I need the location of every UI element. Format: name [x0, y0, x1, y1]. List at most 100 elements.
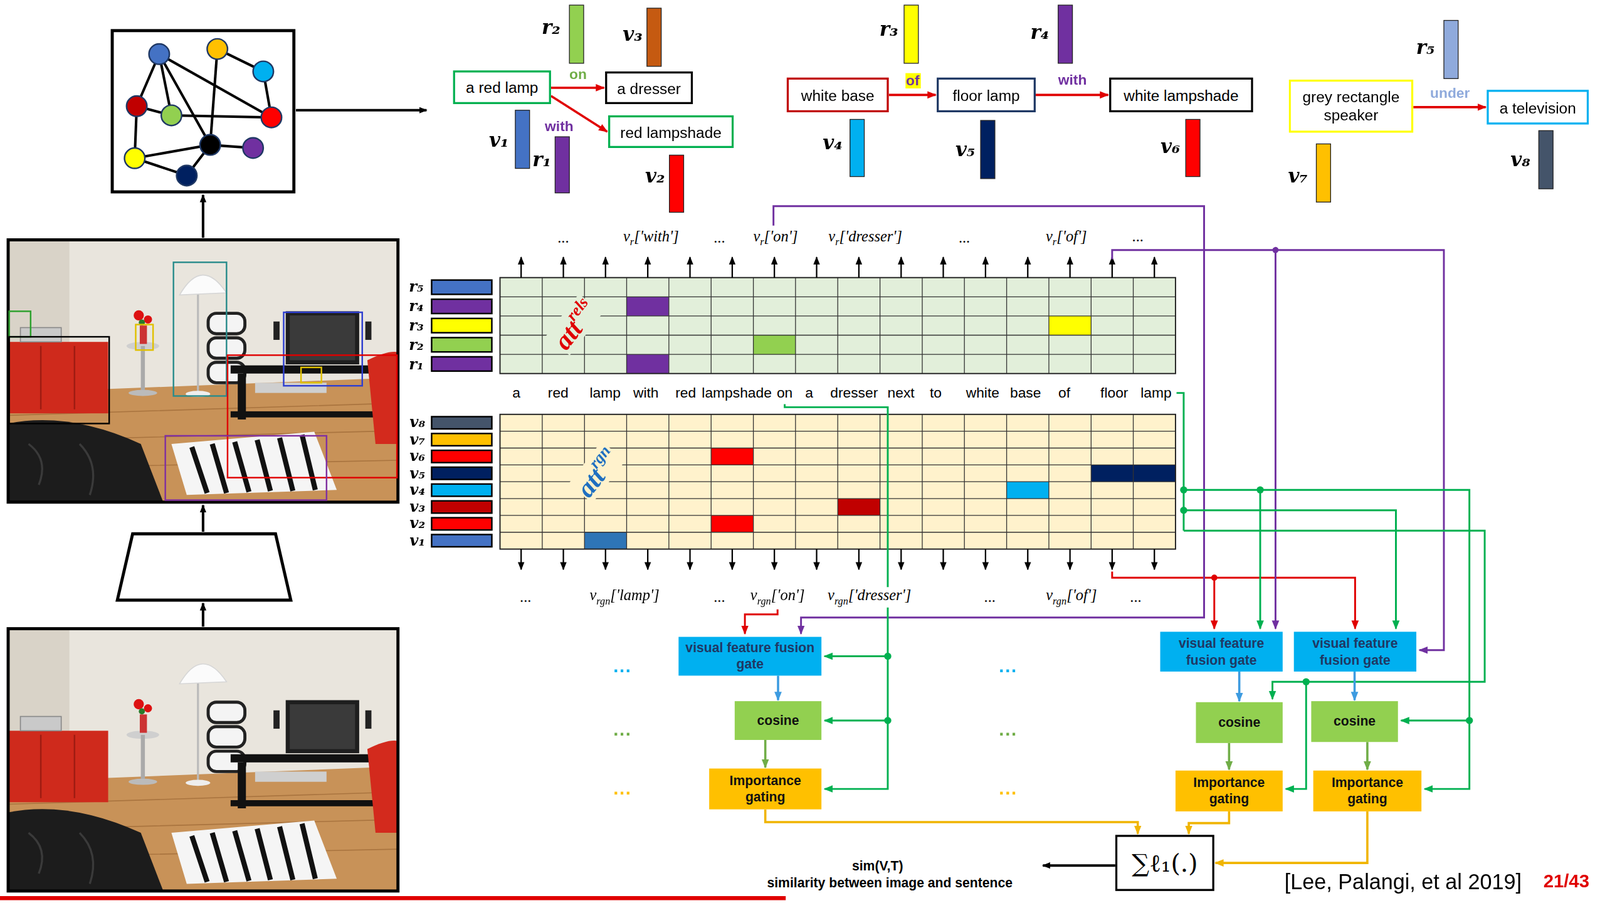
token-index: ['with']: [633, 227, 679, 244]
word-token: to: [929, 384, 942, 401]
node-text: Importance gating: [714, 773, 817, 806]
row-label: v₅: [409, 463, 426, 482]
vector-symbol: v: [623, 227, 631, 244]
phrase-box: floor lamp: [936, 77, 1036, 113]
ellipsis: ...: [998, 719, 1017, 740]
node-text: white lampshade: [1123, 86, 1239, 105]
word-token: base: [1008, 384, 1043, 402]
word-token: red: [547, 384, 569, 401]
word-token: on: [775, 384, 794, 402]
word-token: next: [887, 384, 915, 401]
page-number: 21/43: [1543, 870, 1590, 892]
ellipsis: ...: [613, 719, 632, 740]
importance-gate: Importance gating: [1175, 770, 1283, 812]
node-text: grey rectangle speaker: [1297, 87, 1406, 125]
vector-label: r₃: [879, 17, 899, 41]
vector-label: v₅: [955, 137, 976, 161]
importance-gate: Importance gating: [1313, 770, 1422, 812]
node-text: visual feature fusion gate: [1165, 635, 1278, 668]
subscript: rgn: [596, 594, 611, 607]
vector-label: r₂: [541, 15, 561, 38]
vector-label: v₇: [1287, 166, 1310, 187]
vector-symbol: v: [589, 586, 597, 604]
vector-symbol: v: [1045, 227, 1053, 244]
node-text: cosine: [1218, 714, 1261, 731]
vector-symbol: v: [752, 227, 760, 244]
row-label: v₁: [409, 531, 426, 550]
token-index: ['of']: [1066, 586, 1097, 604]
citation: [Lee, Palangi, et al 2019]: [1283, 870, 1523, 893]
connector: [1238, 671, 1241, 701]
token-index: ['of']: [1056, 227, 1087, 244]
connector: [1413, 105, 1486, 109]
citation: [Lee, Palangi, et al 2019]: [1284, 869, 1522, 893]
word-token: dresser: [830, 384, 878, 401]
math-label: vr['dresser']: [827, 227, 904, 248]
vector-symbol: v: [828, 227, 836, 244]
ellipsis: ...: [612, 779, 634, 799]
ellipsis: ...: [998, 778, 1017, 799]
word-token: a: [805, 384, 814, 401]
connector: [764, 739, 767, 768]
word-token: floor: [1100, 384, 1128, 401]
vector-label: r₄: [1030, 20, 1050, 44]
row-label: v₃: [409, 497, 426, 516]
importance-gate: Importance gating: [709, 768, 822, 810]
phrase-box: a television: [1486, 89, 1589, 125]
word-token: with: [633, 384, 659, 401]
vector-symbol: v: [827, 586, 835, 604]
ellipsis: ...: [998, 719, 1019, 740]
vector-symbol: v: [1045, 586, 1053, 604]
word-token: a: [512, 384, 521, 401]
phrase-box: white lampshade: [1109, 77, 1253, 113]
vector-label: v₂: [643, 166, 666, 187]
ellipsis: ...: [957, 229, 972, 247]
ellipsis: ...: [1131, 228, 1145, 246]
vector-label: r₂: [540, 17, 562, 38]
vector-label: r₁: [532, 147, 552, 171]
ellipsis: ...: [612, 656, 634, 676]
node-text: cosine: [1333, 713, 1376, 730]
ellipsis: ...: [556, 229, 571, 247]
row-label: v₈: [409, 413, 426, 432]
edge-label: on: [568, 67, 588, 83]
cosine-box: cosine: [734, 700, 822, 740]
connector: [776, 675, 780, 700]
word-token: red: [675, 384, 696, 401]
fusion-gate: visual feature fusion gate: [678, 636, 822, 676]
node-text: visual feature fusion gate: [683, 640, 817, 673]
connector: [1035, 94, 1109, 97]
node-text: visual feature fusion gate: [1299, 635, 1412, 668]
row-label: v₂: [409, 514, 426, 533]
output-label: similarity between image and sentence: [766, 873, 1014, 891]
vector-label: r₅: [1416, 35, 1436, 59]
word-token: lamp: [589, 384, 621, 401]
node-text: Importance gating: [1318, 774, 1417, 807]
ellipsis: ...: [1129, 588, 1143, 606]
edge-label: of: [904, 73, 921, 89]
word-token: lamp: [1140, 384, 1172, 401]
subscript: r: [630, 235, 634, 248]
node-text: a dresser: [616, 78, 681, 97]
vector-label: v₈: [1510, 147, 1531, 171]
vector-label: v₇: [1287, 164, 1308, 187]
row-label: v₆: [408, 447, 427, 465]
vector-label: r₁: [531, 149, 553, 170]
word-token: dresser: [829, 384, 879, 402]
ellipsis: ...: [612, 719, 634, 740]
token-index: ['on']: [771, 586, 806, 604]
vector-label: v₆: [1160, 134, 1181, 158]
ellipsis: ...: [998, 655, 1017, 677]
vector-label: v₁: [487, 130, 510, 151]
vector-label: v₃: [621, 24, 644, 45]
node-text: Importance gating: [1180, 774, 1278, 807]
ellipsis: ...: [712, 588, 727, 606]
node-text: a television: [1499, 98, 1577, 116]
row-label: v₄: [408, 481, 427, 499]
word-token: with: [631, 384, 660, 402]
fusion-gate: visual feature fusion gate: [1294, 631, 1417, 671]
edge-label: with: [1057, 72, 1088, 88]
fusion-gate: visual feature fusion gate: [1160, 631, 1283, 671]
